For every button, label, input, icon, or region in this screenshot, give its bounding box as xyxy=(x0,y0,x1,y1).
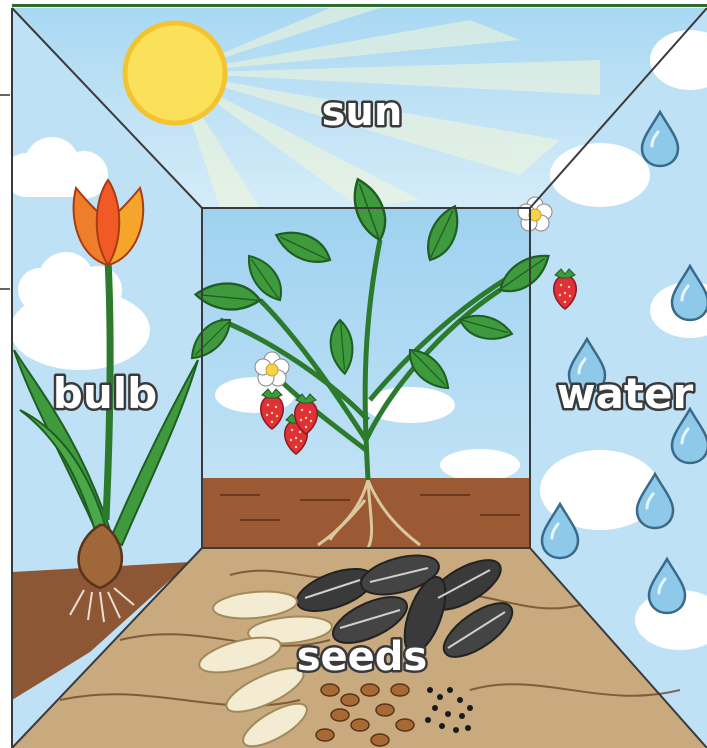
seeds-label: seeds xyxy=(297,634,428,680)
center-plant-panel xyxy=(182,177,576,548)
bulb-label: bulb xyxy=(53,369,157,418)
sun-label: sun xyxy=(322,89,403,135)
top-border xyxy=(12,4,707,7)
water-label: water xyxy=(557,369,694,418)
sun-icon xyxy=(125,23,225,123)
